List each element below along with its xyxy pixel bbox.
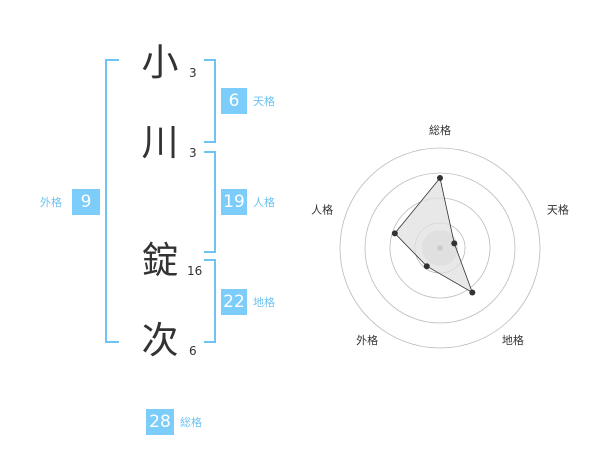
gaikaku-label: 外格: [40, 196, 62, 209]
radar-point-1: [451, 240, 458, 247]
radar-axis-label-3: 外格: [356, 333, 378, 347]
radar-axis-label-1: 天格: [547, 203, 569, 217]
jinkaku-bracket: [204, 151, 216, 253]
stroke-count-3: 16: [187, 264, 203, 278]
jinkaku-label: 人格: [253, 196, 275, 209]
radar-axis-label-4: 人格: [311, 203, 333, 217]
radar-series-polygon: [394, 177, 474, 294]
radar-ring-4: [339, 147, 541, 349]
stroke-count-2: 3: [189, 146, 197, 160]
chikaku-badge: 22: [221, 289, 247, 315]
radar-point-4: [391, 230, 398, 237]
stroke-count-1: 3: [189, 66, 197, 80]
radar-axis-label-2: 地格: [502, 333, 524, 347]
radar-point-3: [423, 263, 430, 270]
chikaku-label: 地格: [253, 296, 275, 309]
radar-axis-label-0: 総格: [429, 123, 451, 137]
name-char-1: 小: [141, 41, 179, 84]
name-char-3: 錠: [141, 239, 179, 282]
gaikaku-badge: 9: [72, 189, 100, 215]
tenkaku-bracket: [204, 59, 216, 143]
stroke-count-4: 6: [189, 344, 197, 358]
radar-ring-3: [364, 172, 516, 324]
jinkaku-badge: 19: [221, 189, 247, 215]
radar-point-2: [469, 289, 476, 296]
soukaku-badge: 28: [146, 409, 174, 435]
name-char-4: 次: [141, 319, 179, 362]
chikaku-bracket: [204, 259, 216, 343]
gaikaku-bracket: [105, 59, 119, 343]
soukaku-label: 総格: [180, 416, 202, 429]
radar-center-dot: [437, 245, 443, 251]
name-char-2: 川: [141, 121, 179, 164]
tenkaku-badge: 6: [221, 88, 247, 114]
tenkaku-label: 天格: [253, 95, 275, 108]
radar-point-0: [437, 175, 443, 181]
